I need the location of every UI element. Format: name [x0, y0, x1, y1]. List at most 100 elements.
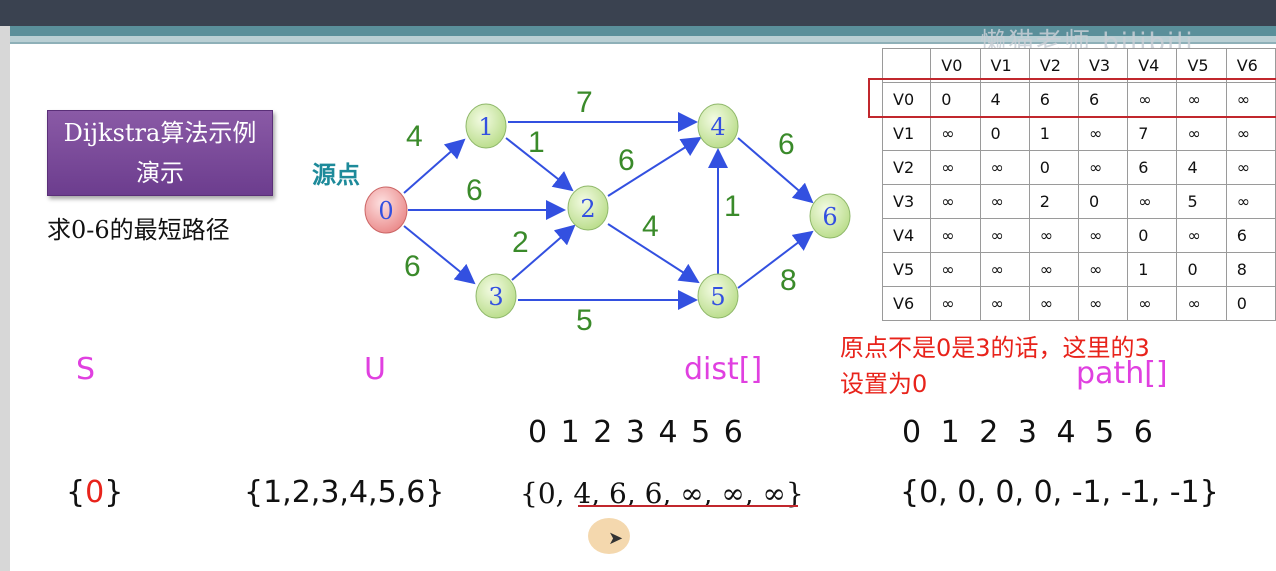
weight-0-1: 4 — [406, 120, 423, 153]
matrix-cell: V6 — [881, 286, 932, 321]
matrix-cell: V2 — [881, 150, 932, 185]
weight-0-3: 6 — [404, 250, 421, 283]
matrix-cell: 4 — [979, 82, 1030, 117]
edge-2-4 — [607, 136, 702, 197]
matrix-cell: 2 — [1028, 184, 1079, 219]
set-s-open: { — [66, 475, 86, 510]
edge-0-1 — [403, 138, 466, 194]
matrix-cell: V0 — [881, 82, 932, 117]
weight-5-6: 8 — [780, 264, 797, 297]
matrix-cell: ∞ — [1176, 82, 1227, 117]
subtitle: 求0-6的最短路径 — [47, 216, 230, 244]
weight-0-2: 6 — [466, 174, 483, 207]
title-text: Dijkstra算法示例演示 — [63, 119, 257, 187]
matrix-cell: ∞ — [1028, 286, 1079, 321]
matrix-cell: 0 — [1028, 150, 1079, 185]
matrix-cell: 0 — [1225, 286, 1276, 321]
matrix-cell: ∞ — [1028, 252, 1079, 287]
matrix-cell: ∞ — [1127, 184, 1178, 219]
matrix-cell: ∞ — [930, 218, 981, 253]
matrix-cell: ∞ — [979, 184, 1030, 219]
weight-3-2: 2 — [512, 226, 529, 259]
matrix-cell: ∞ — [930, 252, 981, 287]
matrix-cell: ∞ — [930, 286, 981, 321]
matrix-cell: 1 — [1028, 116, 1079, 151]
graph-diagram: 4 6 6 7 1 2 6 4 5 1 6 8 0 1 2 3 4 — [364, 86, 851, 337]
matrix-cell: ∞ — [1077, 150, 1129, 185]
matrix-header-cell: V6 — [1225, 48, 1276, 83]
matrix-header-row: V0 V1 V2 V3 V4 V5 V6 — [881, 48, 1276, 83]
matrix-row: V1 ∞ 0 1 ∞ 7 ∞ ∞ — [881, 116, 1276, 151]
edge-3-2 — [511, 224, 576, 281]
matrix-cell: V3 — [881, 184, 932, 219]
matrix-cell: ∞ — [1176, 116, 1227, 151]
matrix-header-cell: V4 — [1127, 48, 1178, 83]
matrix-cell: 5 — [1176, 184, 1227, 219]
matrix-cell: ∞ — [1077, 252, 1129, 287]
matrix-cell: V5 — [881, 252, 932, 287]
edge-4-6 — [737, 137, 814, 204]
node-5-label: 5 — [710, 283, 725, 311]
weight-1-2: 1 — [528, 126, 545, 159]
matrix-row: V6 ∞ ∞ ∞ ∞ ∞ ∞ 0 — [881, 286, 1276, 321]
matrix-cell: ∞ — [1176, 286, 1227, 321]
matrix-cell: 0 — [1077, 184, 1129, 219]
edge-5-6 — [737, 230, 814, 289]
matrix-cell: V4 — [881, 218, 932, 253]
matrix-row: V4 ∞ ∞ ∞ ∞ 0 ∞ 6 — [881, 218, 1276, 253]
matrix-cell: ∞ — [1077, 218, 1129, 253]
node-1-label: 1 — [478, 113, 493, 141]
mouse-pointer-icon: ➤ — [608, 528, 624, 549]
matrix-header-cell: V1 — [979, 48, 1030, 83]
matrix-cell: ∞ — [1225, 150, 1276, 185]
matrix-cell: 0 — [930, 82, 981, 117]
path-array: {0, 0, 0, 0, -1, -1, -1} — [900, 475, 1219, 510]
matrix-cell: ∞ — [979, 150, 1030, 185]
node-5: 5 — [697, 273, 739, 319]
node-6-label: 6 — [822, 203, 837, 231]
matrix-cell: 0 — [1127, 218, 1178, 253]
cursor-highlight — [588, 518, 630, 554]
slide-header-stripe-thin — [10, 42, 1276, 44]
path-index-row: 0 1 2 3 4 5 6 — [902, 415, 1153, 450]
node-3: 3 — [475, 273, 517, 319]
matrix-cell: 7 — [1127, 116, 1178, 151]
matrix-cell: ∞ — [979, 218, 1030, 253]
annotation-note: 原点不是0是3的话，这里的3 设置为0 — [840, 330, 1150, 402]
matrix-cell: ∞ — [1077, 116, 1129, 151]
slide-header-stripe — [10, 26, 1276, 36]
node-3-label: 3 — [488, 283, 503, 311]
label-u: U — [364, 352, 386, 387]
matrix-header-cell: V0 — [930, 48, 981, 83]
node-0: 0 — [364, 186, 408, 234]
left-frame — [0, 26, 10, 571]
label-dist: dist[] — [684, 352, 763, 387]
matrix-row: V3 ∞ ∞ 2 0 ∞ 5 ∞ — [881, 184, 1276, 219]
matrix-cell: ∞ — [930, 150, 981, 185]
matrix-cell: ∞ — [1225, 184, 1276, 219]
note-line-1: 原点不是0是3的话，这里的3 — [840, 334, 1150, 362]
weight-5-4: 1 — [724, 190, 741, 223]
matrix-cell: ∞ — [930, 184, 981, 219]
node-2-label: 2 — [580, 195, 595, 223]
row-v0-highlight — [868, 78, 1276, 118]
dist-index-row: 0 1 2 3 4 5 6 — [528, 415, 743, 450]
matrix-cell: ∞ — [1127, 286, 1178, 321]
matrix-cell: V1 — [881, 116, 932, 151]
matrix-cell: ∞ — [930, 116, 981, 151]
node-0-label: 0 — [378, 197, 393, 225]
set-s-close: } — [104, 475, 124, 510]
matrix-cell: 0 — [979, 116, 1030, 151]
matrix-cell: 8 — [1225, 252, 1276, 287]
matrix-cell: 6 — [1225, 218, 1276, 253]
dist-array: {0, 4, 6, 6, ∞, ∞, ∞} — [520, 477, 804, 510]
edge-1-2 — [505, 137, 574, 192]
slide-header-stripe-light — [10, 36, 1276, 42]
weight-1-4: 7 — [576, 86, 593, 119]
matrix-cell: 4 — [1176, 150, 1227, 185]
matrix-cell: ∞ — [1176, 218, 1227, 253]
matrix-cell: ∞ — [1225, 116, 1276, 151]
node-4-label: 4 — [710, 113, 725, 141]
node-1: 1 — [465, 103, 507, 149]
matrix-cell: 6 — [1127, 150, 1178, 185]
